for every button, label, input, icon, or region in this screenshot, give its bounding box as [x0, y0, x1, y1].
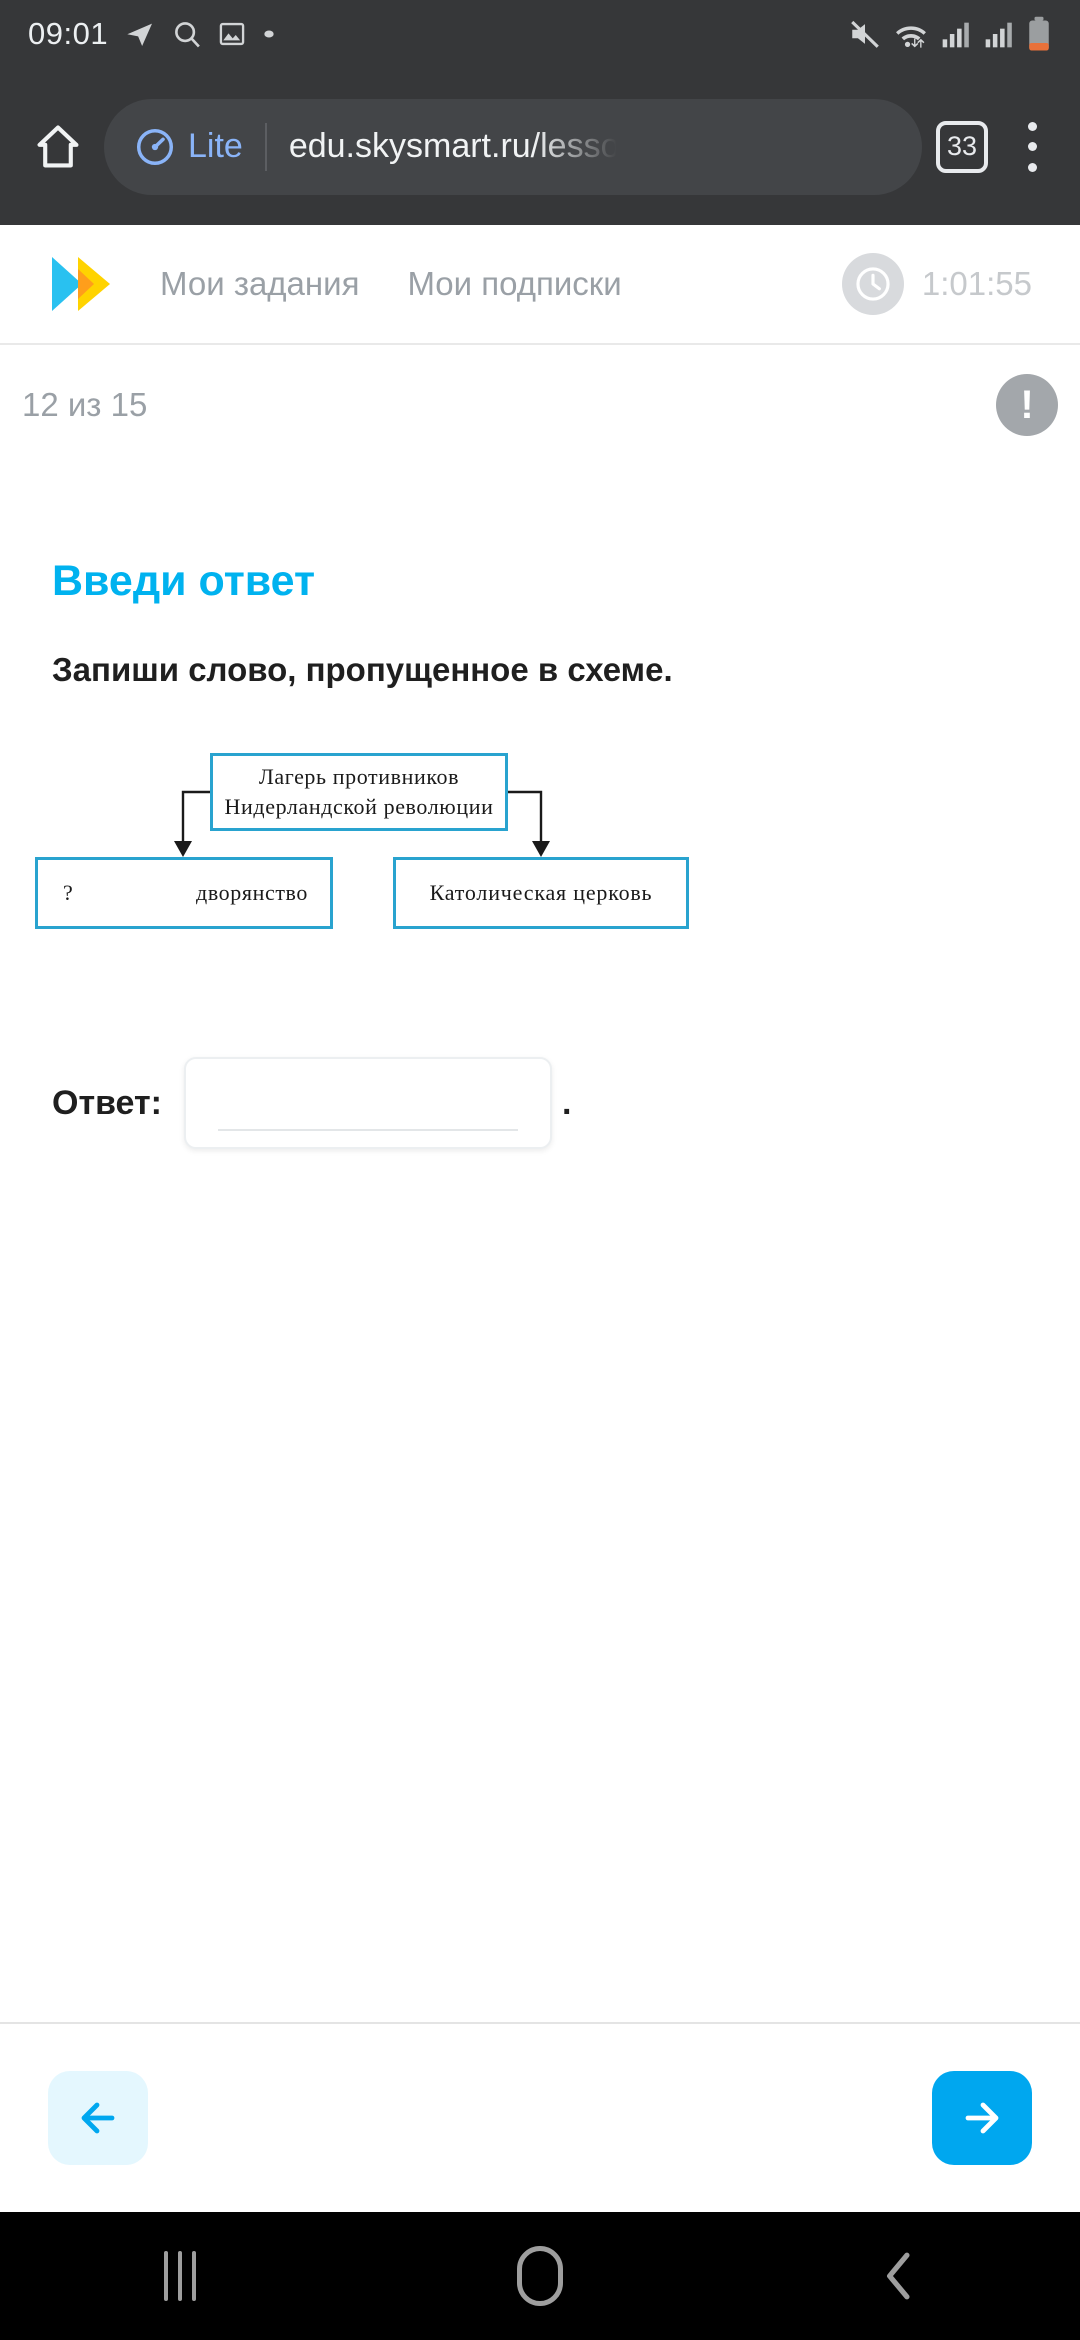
search-icon	[172, 19, 202, 49]
timer-value: 1:01:55	[921, 265, 1032, 302]
prev-question-button[interactable]	[48, 2071, 148, 2165]
next-question-button[interactable]	[932, 2071, 1032, 2165]
recents-glyph	[164, 2251, 196, 2301]
answer-input[interactable]	[218, 1091, 518, 1131]
scheme-diagram: Лагерь противников Нидерландской революц…	[0, 717, 1080, 957]
clock-icon	[841, 253, 904, 315]
lite-mode-chip[interactable]: Lite	[134, 126, 243, 168]
timer: 1:01:55	[841, 253, 1032, 315]
signal-icon	[940, 18, 972, 50]
page-title: Введи ответ	[52, 557, 316, 605]
answer-row: Ответ: .	[0, 957, 1080, 1149]
nav-my-subscriptions[interactable]: Мои подписки	[407, 265, 622, 302]
status-bar-clock: 09:01	[28, 16, 109, 51]
task-prompt: Запиши слово, пропущенное в схеме.	[52, 651, 673, 688]
diagram-box-right: Католическая церковь	[393, 857, 689, 929]
app-header: Мои задания Мои подписки 1:01:55	[0, 225, 1080, 345]
diagram-box-top-line1: Лагерь противников	[258, 764, 460, 790]
diagram-box-top-line2: Нидерландской революции	[224, 794, 494, 819]
diagram-blank-marker: ?	[63, 880, 74, 905]
answer-label: Ответ:	[52, 1083, 162, 1122]
android-status-bar: 09:01	[0, 0, 1080, 68]
progress-row: 12 из 15 !	[0, 347, 1080, 462]
image-icon	[218, 20, 246, 48]
wifi-icon	[893, 17, 929, 51]
home-circle-icon[interactable]	[460, 2212, 620, 2340]
recents-icon[interactable]	[100, 2212, 260, 2340]
lite-label: Lite	[188, 127, 243, 165]
url-text: edu.skysmart.ru/lesso	[288, 127, 620, 165]
back-chevron-icon[interactable]	[820, 2212, 980, 2340]
progress-counter: 12 из 15	[22, 385, 148, 423]
url-bar[interactable]: Lite edu.skysmart.ru/lesso	[104, 98, 922, 195]
skysmart-logo[interactable]	[48, 251, 118, 317]
diagram-box-right-label: Католическая церковь	[429, 880, 653, 905]
warning-icon[interactable]: !	[996, 373, 1058, 436]
telegram-icon	[124, 18, 156, 50]
diagram-box-left-label: дворянство	[196, 880, 308, 905]
android-nav-bar	[0, 2212, 1080, 2340]
omnibox-divider	[264, 122, 267, 171]
answer-input-wrapper[interactable]	[184, 1057, 552, 1149]
arrow-right-icon	[958, 2094, 1006, 2142]
task-footer-nav	[0, 2022, 1080, 2212]
nav-my-tasks[interactable]: Мои задания	[160, 265, 360, 302]
diagram-box-left: ? дворянство	[35, 857, 333, 929]
mute-icon	[848, 17, 882, 51]
status-bar-right	[848, 16, 1052, 52]
answer-period: .	[562, 1083, 572, 1122]
tab-switcher-button[interactable]: 33	[936, 120, 988, 173]
dot-icon	[262, 27, 276, 41]
status-bar-left: 09:01	[28, 16, 848, 52]
home-glyph	[517, 2246, 563, 2306]
signal-icon	[983, 18, 1015, 50]
arrow-left-icon	[74, 2094, 122, 2142]
diagram-box-top: Лагерь противников Нидерландской революц…	[210, 753, 508, 831]
task-content: Введи ответ Запиши слово, пропущенное в …	[0, 462, 1080, 1149]
lite-speedometer-icon	[134, 126, 176, 168]
battery-low-icon	[1026, 16, 1052, 52]
home-icon[interactable]	[22, 111, 94, 183]
browser-toolbar: Lite edu.skysmart.ru/lesso 33	[0, 68, 1080, 225]
kebab-menu-icon[interactable]	[1006, 117, 1058, 177]
